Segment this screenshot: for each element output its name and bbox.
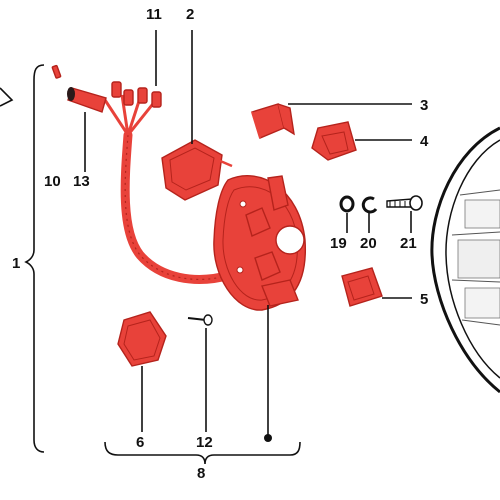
part-19-washer bbox=[339, 195, 355, 213]
part-2-coil bbox=[161, 139, 233, 201]
base-plate-stator bbox=[213, 175, 307, 311]
wire-harness bbox=[103, 94, 235, 284]
callout-1: 1 bbox=[12, 255, 20, 272]
callout-19: 19 bbox=[330, 235, 347, 252]
part-10-pin bbox=[51, 64, 62, 79]
callout-8: 8 bbox=[197, 465, 205, 482]
part-5-block bbox=[341, 267, 383, 307]
callout-6: 6 bbox=[136, 434, 144, 451]
callout-4: 4 bbox=[420, 133, 429, 150]
part-20-lock-washer bbox=[361, 196, 378, 214]
callout-13: 13 bbox=[73, 173, 90, 190]
callout-2: 2 bbox=[186, 6, 194, 23]
part-12-screw bbox=[187, 314, 213, 326]
callout-21: 21 bbox=[400, 235, 417, 252]
part-4-block bbox=[311, 121, 357, 161]
part-13-connector bbox=[67, 87, 107, 113]
part-21-screw bbox=[386, 195, 423, 211]
part-3-clip bbox=[251, 103, 295, 139]
callout-3: 3 bbox=[420, 97, 428, 114]
callout-20: 20 bbox=[360, 235, 377, 252]
callout-5: 5 bbox=[420, 291, 428, 308]
part-6-block bbox=[117, 311, 167, 367]
callout-10: 10 bbox=[44, 173, 61, 190]
flywheel-housing bbox=[430, 126, 500, 394]
bracket-8 bbox=[104, 441, 301, 465]
callout-12: 12 bbox=[196, 434, 213, 451]
bracket-1 bbox=[24, 64, 45, 453]
left-edge-part bbox=[0, 87, 14, 107]
part-11-terminals bbox=[111, 81, 162, 108]
callout-11: 11 bbox=[146, 6, 162, 23]
leader-dot bbox=[264, 434, 272, 442]
